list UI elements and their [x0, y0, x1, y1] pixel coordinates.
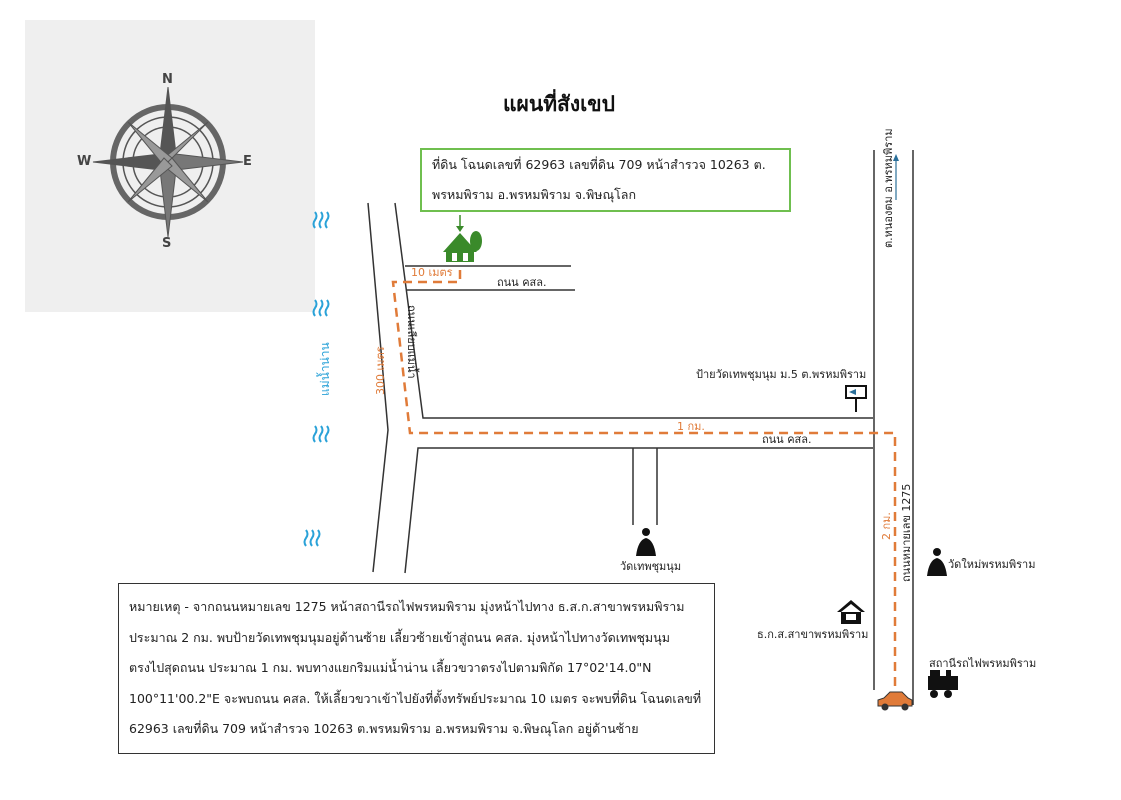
highway-label: ถนนหมายเลข 1275	[900, 483, 913, 582]
note-line: หมายเหตุ - จากถนนหมายเลข 1275 หน้าสถานีร…	[129, 599, 685, 614]
note-line: ตรงไปสุดถนน ประมาณ 1 กม. พบทางแยกริมแม่น…	[129, 660, 652, 675]
note-line: 62963 เลขที่ดิน 709 หน้าสำรวจ 10263 ต.พร…	[129, 721, 639, 736]
temple-label: วัดเทพชุมนุม	[620, 560, 682, 573]
distance-300m: 300 เมตร	[374, 346, 387, 395]
left-road-outer	[367, 202, 389, 573]
left-road-inner-top	[394, 202, 873, 419]
temple-label: วัดใหม่พรหมพิราม	[948, 558, 1036, 571]
sign-label: ป้ายวัดเทพชุมนุม ม.5 ต.พรหมพิราม	[696, 368, 867, 381]
note-line: 100°11'00.2"E จะพบถนน คสล. ให้เลี้ยวขวาเ…	[129, 690, 702, 706]
note-box: หมายเหตุ - จากถนนหมายเลข 1275 หน้าสถานีร…	[118, 583, 715, 754]
river-label: แม่น้ำน่าน	[318, 342, 332, 396]
distance-10m: 10 เมตร	[411, 266, 453, 279]
page-title: แผนที่สังเขป	[503, 92, 615, 116]
compass-rose-icon	[92, 86, 244, 238]
river-wave-icon	[303, 211, 330, 547]
temple-icon	[636, 528, 947, 576]
left-road-label: ถนนเลียบแม่น้ำ	[405, 305, 418, 379]
signpost-icon	[845, 385, 867, 412]
north-direction-label: ต.หนองตม อ.พรหมพิราม	[882, 128, 895, 248]
compass-east: E	[243, 154, 252, 169]
car-icon	[877, 691, 913, 711]
bank-icon	[837, 600, 865, 624]
compass-west: W	[77, 154, 92, 169]
compass-south: S	[162, 236, 172, 251]
compass-north: N	[162, 72, 173, 87]
distance-1km: 1 กม.	[677, 420, 705, 433]
parcel-info-box: ที่ดิน โฉนดเลขที่ 62963 เลขที่ดิน 709 หน…	[420, 148, 791, 212]
train-icon	[928, 670, 958, 698]
route-dashed	[391, 270, 897, 695]
station-label: สถานีรถไฟพรหมพิราม	[929, 657, 1037, 670]
note-line: ประมาณ 2 กม. พบป้ายวัดเทพชุมนุมอยู่ด้านซ…	[129, 629, 670, 645]
compass-panel: N S E W	[25, 20, 315, 312]
road-main-label: ถนน คสล.	[762, 433, 812, 446]
parcel-line-1: ที่ดิน โฉนดเลขที่ 62963 เลขที่ดิน 709 หน…	[432, 157, 766, 172]
bank-label: ธ.ก.ส.สาขาพรหมพิราม	[757, 628, 869, 641]
road-top-label: ถนน คสล.	[497, 276, 547, 289]
parcel-line-2: พรหมพิราม อ.พรหมพิราม จ.พิษณุโลก	[432, 187, 637, 202]
left-road-inner-bottom	[404, 447, 873, 574]
house-icon	[443, 231, 482, 262]
distance-2km: 2 กม.	[880, 512, 893, 540]
